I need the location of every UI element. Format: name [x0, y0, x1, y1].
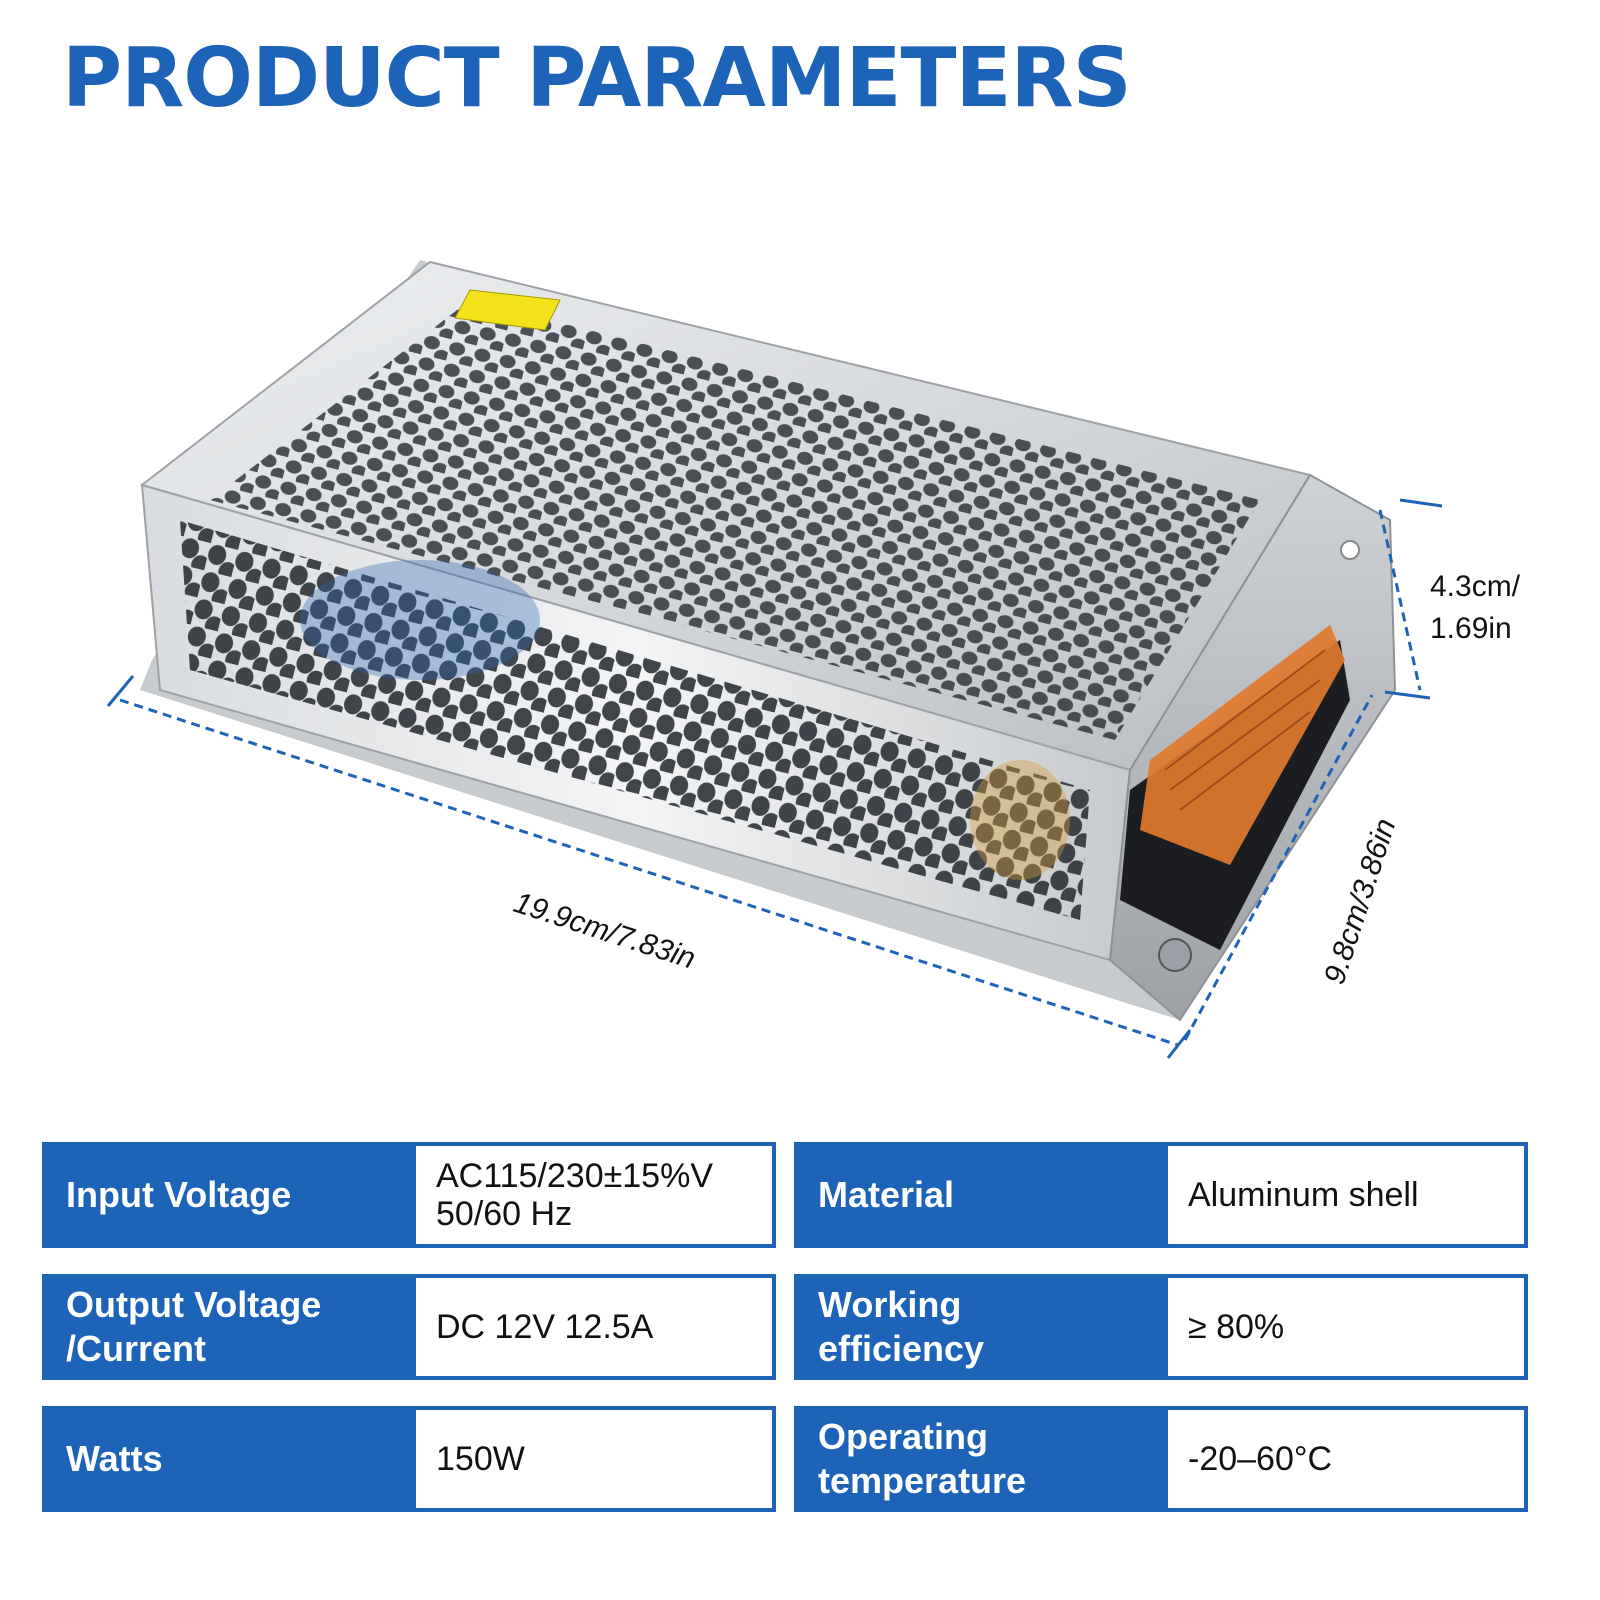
- spec-label: Operating temperature: [798, 1410, 1168, 1508]
- spec-material: Material Aluminum shell: [794, 1142, 1528, 1248]
- spec-watts: Watts 150W: [42, 1406, 776, 1512]
- power-supply-illustration: [106, 260, 1443, 1059]
- voltage-sticker: [454, 289, 561, 331]
- spec-label: Working efficiency: [798, 1278, 1168, 1376]
- spec-label-line2: temperature: [818, 1460, 1027, 1501]
- spec-value-line1: AC115/230±15%V: [436, 1157, 713, 1195]
- spec-output: Output Voltage /Current DC 12V 12.5A: [42, 1274, 776, 1380]
- spec-input-voltage: Input Voltage AC115/230±15%V 50/60 Hz: [42, 1142, 776, 1248]
- spec-value: DC 12V 12.5A: [436, 1308, 654, 1346]
- page-title: PRODUCT PARAMETERS: [62, 31, 1132, 126]
- height-dimension-line2: 1.69in: [1430, 612, 1512, 645]
- spec-value: 150W: [436, 1440, 525, 1478]
- spec-value: ≥ 80%: [1188, 1308, 1285, 1346]
- spec-efficiency: Working efficiency ≥ 80%: [794, 1274, 1528, 1380]
- spec-temperature: Operating temperature -20–60°C: [794, 1406, 1528, 1512]
- spec-label: Material: [798, 1146, 1168, 1244]
- height-dimension-line1: 4.3cm/: [1430, 570, 1521, 603]
- spec-label-line1: Operating: [818, 1416, 989, 1457]
- spec-label-line2: efficiency: [818, 1328, 985, 1369]
- height-dimension: 4.3cm/ 1.69in: [1430, 566, 1520, 650]
- spec-value: AC115/230±15%V 50/60 Hz: [416, 1146, 772, 1244]
- terminal-cover: [1140, 625, 1345, 865]
- spec-label: Output Voltage /Current: [46, 1278, 416, 1376]
- spec-value-line2: 50/60 Hz: [436, 1195, 573, 1233]
- spec-label: Input Voltage: [46, 1146, 416, 1244]
- spec-label-line1: Output Voltage: [66, 1284, 322, 1325]
- spec-value: Aluminum shell: [1188, 1176, 1419, 1214]
- spec-label: Watts: [46, 1410, 416, 1508]
- spec-value: -20–60°C: [1188, 1440, 1333, 1478]
- spec-label-line2: /Current: [66, 1328, 207, 1369]
- spec-label-line1: Working: [818, 1284, 962, 1325]
